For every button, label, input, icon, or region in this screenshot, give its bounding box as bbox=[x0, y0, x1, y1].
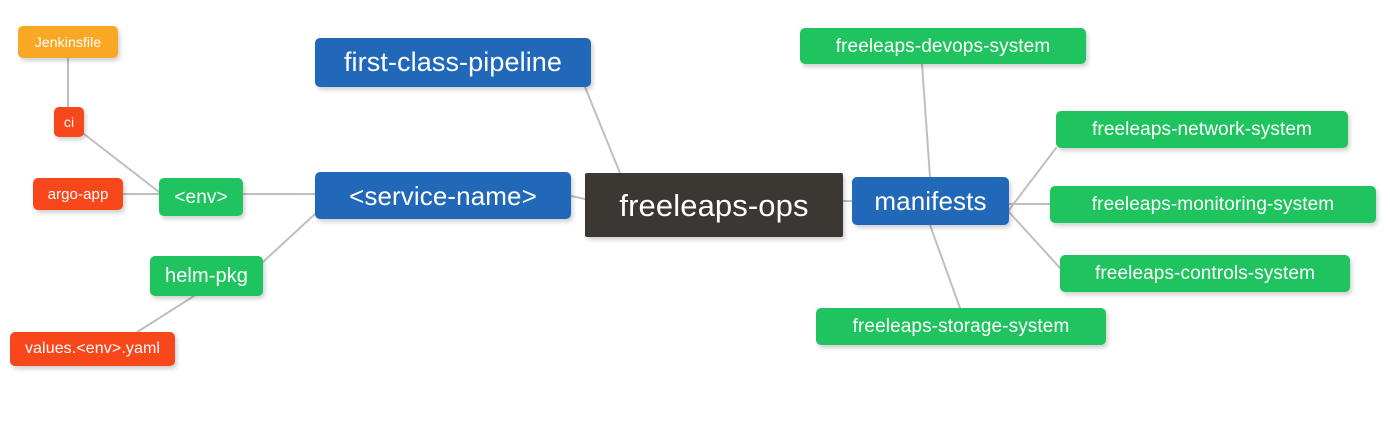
mindmap-node-label: freeleaps-controls-system bbox=[1094, 263, 1316, 284]
mindmap-edge-first-class-pipeline-to-freeleaps-ops bbox=[584, 86, 621, 174]
mindmap-node-network-system[interactable]: freeleaps-network-system bbox=[1056, 111, 1348, 148]
mindmap-node-label: values.<env>.yaml bbox=[24, 340, 161, 357]
mindmap-node-first-class-pipeline[interactable]: first-class-pipeline bbox=[315, 38, 591, 87]
mindmap-node-storage-system[interactable]: freeleaps-storage-system bbox=[816, 308, 1106, 345]
mindmap-node-argo-app[interactable]: argo-app bbox=[33, 178, 123, 210]
mindmap-edge-service-name-to-helm-pkg bbox=[262, 213, 316, 263]
mindmap-edge-helm-pkg-to-values-yaml bbox=[130, 295, 195, 337]
mindmap-node-label: argo-app bbox=[47, 185, 109, 203]
mindmap-node-ci[interactable]: ci bbox=[54, 107, 84, 137]
mindmap-node-freeleaps-ops[interactable]: freeleaps-ops bbox=[585, 173, 843, 237]
mindmap-node-values-yaml[interactable]: values.<env>.yaml bbox=[10, 332, 175, 366]
mindmap-node-devops-system[interactable]: freeleaps-devops-system bbox=[800, 28, 1086, 64]
mindmap-node-label: ci bbox=[63, 114, 75, 130]
mindmap-node-label: freeleaps-storage-system bbox=[852, 316, 1070, 337]
mindmap-node-label: first-class-pipeline bbox=[343, 47, 563, 77]
mindmap-node-manifests[interactable]: manifests bbox=[852, 177, 1009, 225]
mindmap-node-label: freeleaps-network-system bbox=[1092, 119, 1312, 140]
mindmap-node-label: freeleaps-monitoring-system bbox=[1091, 194, 1335, 215]
mindmap-node-jenkinsfile[interactable]: Jenkinsfile bbox=[18, 26, 118, 58]
mindmap-edge-manifests-to-network-system bbox=[1008, 147, 1057, 211]
mindmap-node-service-name[interactable]: <service-name> bbox=[315, 172, 571, 219]
mindmap-node-label: Jenkinsfile bbox=[34, 34, 102, 50]
mindmap-node-label: manifests bbox=[874, 186, 987, 216]
mindmap-node-env[interactable]: <env> bbox=[159, 178, 243, 216]
mindmap-node-helm-pkg[interactable]: helm-pkg bbox=[150, 256, 263, 296]
mindmap-node-monitoring-system[interactable]: freeleaps-monitoring-system bbox=[1050, 186, 1376, 223]
mindmap-node-label: freeleaps-ops bbox=[619, 187, 809, 223]
mindmap-edge-manifests-to-devops-system bbox=[921, 63, 931, 178]
mindmap-edge-service-name-to-freeleaps-ops bbox=[570, 195, 586, 200]
mindmap-edge-manifests-to-storage-system bbox=[929, 224, 961, 309]
mindmap-node-label: <env> bbox=[174, 186, 228, 208]
mindmap-node-label: freeleaps-devops-system bbox=[835, 35, 1051, 57]
mindmap-node-controls-system[interactable]: freeleaps-controls-system bbox=[1060, 255, 1350, 292]
mindmap-node-label: helm-pkg bbox=[164, 265, 249, 287]
mindmap-node-label: <service-name> bbox=[349, 180, 537, 211]
